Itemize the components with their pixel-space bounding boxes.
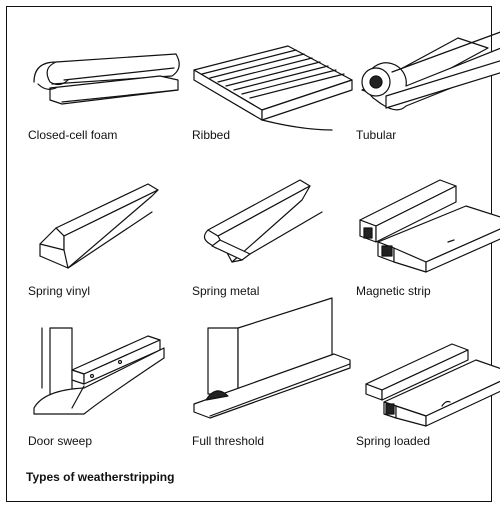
figure-caption: Types of weatherstripping	[26, 470, 175, 484]
closed-cell-foam-label: Closed-cell foam	[28, 128, 118, 142]
ribbed-illustration	[193, 45, 353, 131]
door-sweep-label: Door sweep	[28, 434, 93, 448]
spring-metal-item: Spring metal	[192, 179, 352, 336]
magnetic-strip-label: Magnetic strip	[356, 284, 431, 298]
spring-vinyl-label: Spring vinyl	[28, 284, 91, 298]
closed-cell-foam-illustration	[33, 53, 180, 105]
door-sweep-illustration	[33, 327, 165, 415]
magnetic-strip-illustration	[359, 179, 500, 273]
spring-loaded-label: Spring loaded	[356, 434, 431, 448]
spring-loaded-item: Spring loaded	[356, 328, 500, 478]
ribbed-item: Ribbed	[192, 40, 353, 190]
tubular-label: Tubular	[356, 128, 397, 142]
ribbed-label: Ribbed	[192, 128, 231, 142]
closed-cell-foam-item: Closed-cell foam	[28, 40, 188, 190]
magnetic-strip-item: Magnetic strip	[356, 179, 500, 336]
full-threshold-item: Full threshold	[192, 297, 352, 478]
spring-metal-illustration	[203, 179, 323, 263]
full-threshold-illustration	[193, 297, 351, 419]
tubular-item: Tubular	[356, 31, 500, 190]
spring-vinyl-item: Spring vinyl	[28, 183, 188, 336]
door-sweep-item: Door sweep	[28, 327, 188, 478]
spring-vinyl-illustration	[39, 183, 159, 269]
tubular-illustration	[361, 31, 500, 111]
spring-metal-label: Spring metal	[192, 284, 260, 298]
spring-loaded-illustration	[365, 343, 500, 427]
full-threshold-label: Full threshold	[192, 434, 265, 448]
